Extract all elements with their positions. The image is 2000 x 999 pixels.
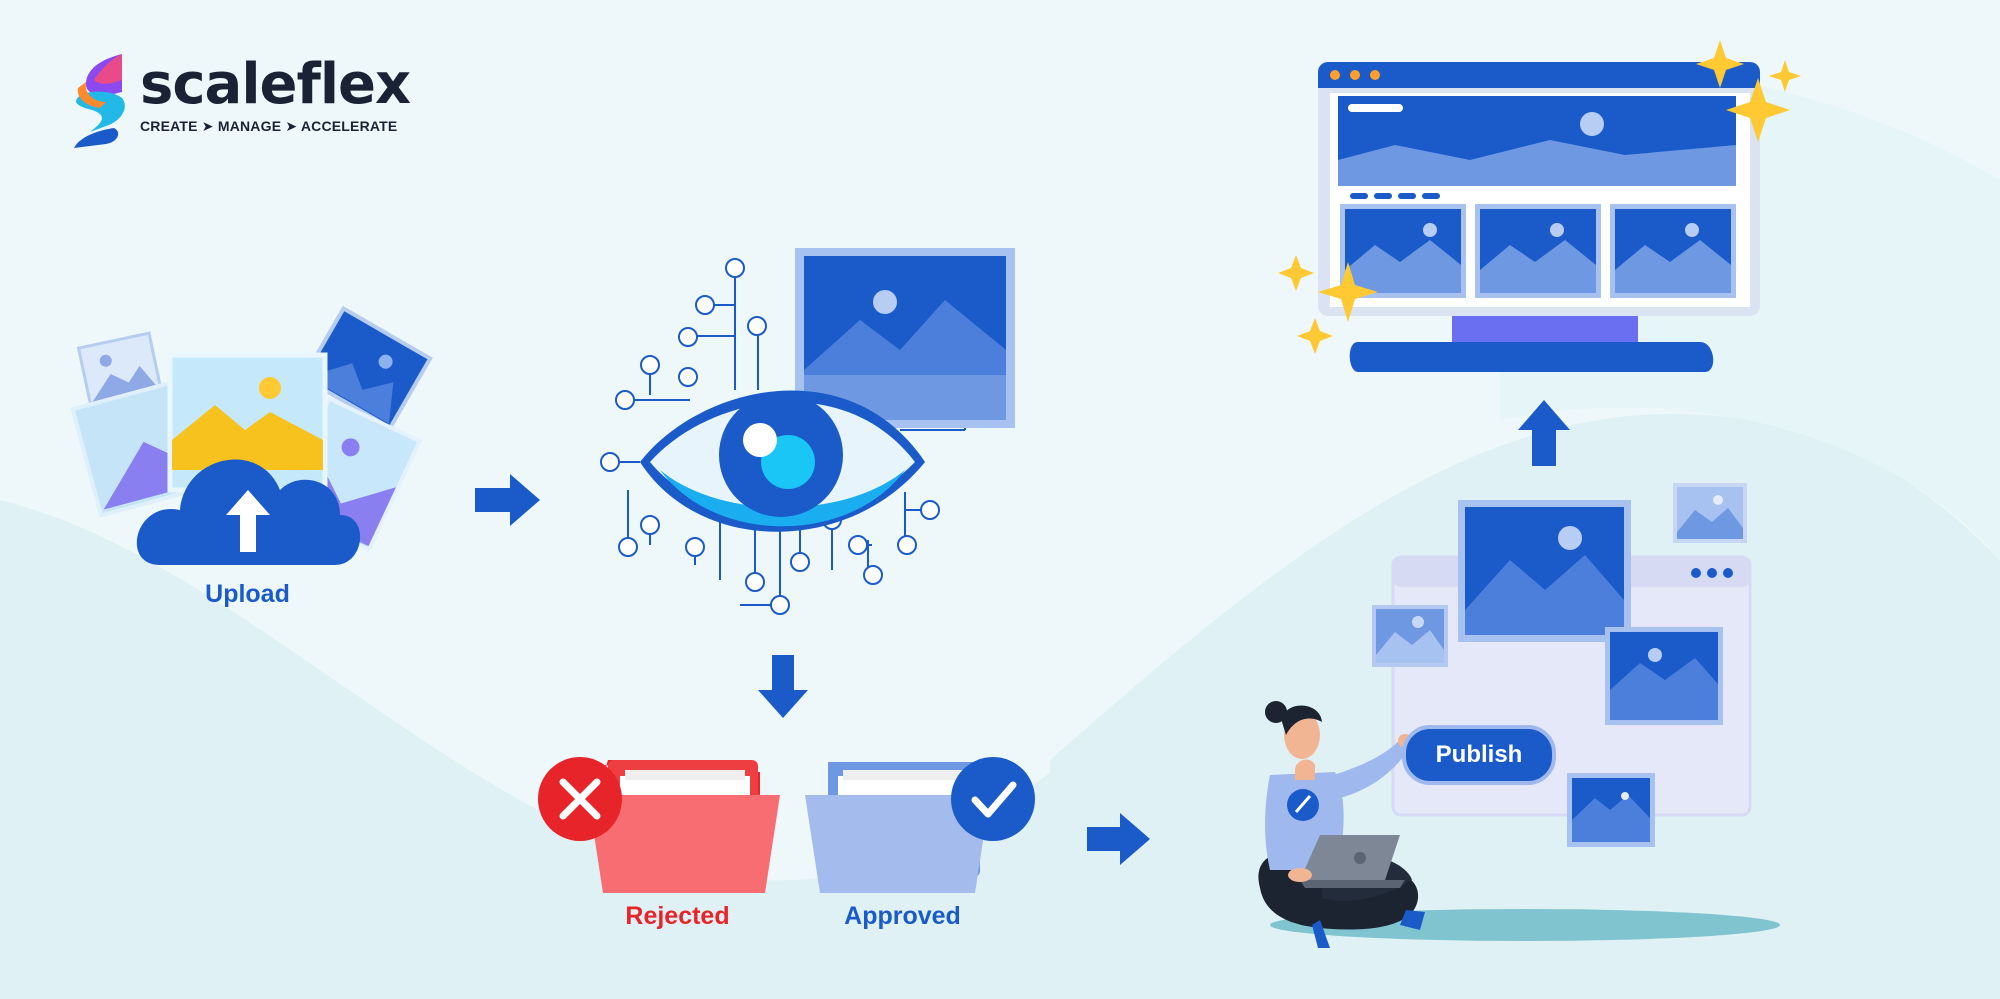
x-icon	[559, 778, 601, 820]
upload-label: Upload	[205, 580, 290, 608]
scaleflex-logo-mark	[74, 54, 125, 148]
rejected-label: Rejected	[625, 902, 730, 930]
sparkle-icon	[1278, 40, 1801, 354]
person-illustration	[1258, 701, 1425, 948]
approved-check-badge	[951, 757, 1035, 841]
approved-label: Approved	[844, 902, 961, 930]
arrow-right-icon-1	[475, 474, 540, 526]
publish-image-right	[1605, 627, 1723, 725]
monitor	[1318, 62, 1760, 372]
arrow-down-icon	[758, 655, 808, 718]
logo-wordmark: scaleflex	[140, 52, 411, 117]
monitor-thumb-2	[1475, 204, 1601, 298]
publish-button[interactable]: Publish	[1402, 725, 1556, 785]
logo-tagline: CREATE ➤ MANAGE ➤ ACCELERATE	[140, 118, 398, 134]
approved-folder	[805, 762, 990, 893]
check-icon	[971, 781, 1017, 818]
rejected-x-badge	[538, 757, 622, 841]
circuit-nodes	[600, 258, 940, 615]
scaleflex-logo: scaleflex CREATE ➤ MANAGE ➤ ACCELERATE	[70, 52, 411, 147]
publish-image-corner	[1673, 483, 1747, 543]
publish-image-small-1	[1372, 605, 1448, 667]
monitor-thumb-1	[1340, 204, 1466, 298]
monitor-thumb-3	[1610, 204, 1736, 298]
rejected-folder	[588, 760, 780, 893]
eye-icon	[640, 390, 925, 532]
publish-image-bottom	[1567, 773, 1655, 847]
arrow-up-icon	[1518, 400, 1570, 466]
publish-image-large	[1458, 500, 1631, 642]
cloud-upload-icon	[136, 459, 361, 565]
laptop	[1300, 835, 1400, 880]
arrow-right-icon-2	[1087, 813, 1150, 865]
